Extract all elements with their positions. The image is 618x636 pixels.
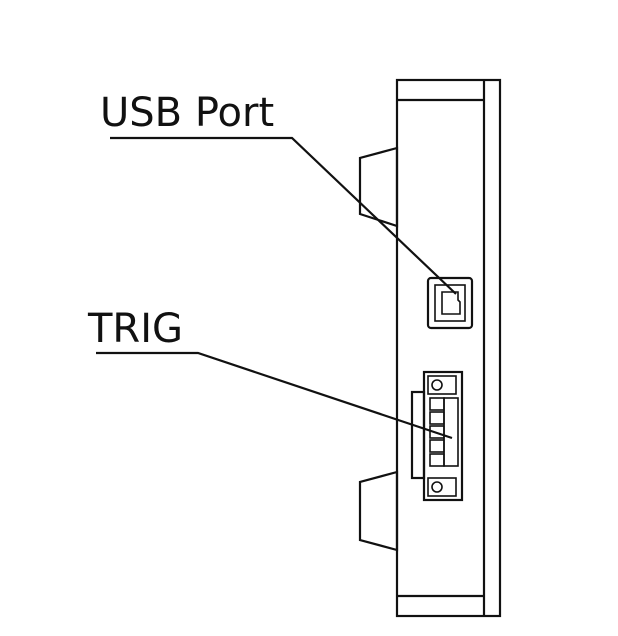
- usb-port-callout: USB Port: [100, 90, 457, 295]
- trig-connector: [410, 370, 464, 502]
- usb-port-label: USB Port: [100, 90, 274, 136]
- device-body: [395, 78, 502, 618]
- upper-mounting-bracket: [358, 146, 399, 228]
- usb-port: [426, 276, 474, 330]
- trig-label: TRIG: [87, 306, 183, 352]
- trig-callout: TRIG: [87, 306, 453, 440]
- usb-port-leader-line: [110, 136, 457, 295]
- trig-leader-line: [96, 351, 453, 440]
- lower-mounting-bracket: [358, 470, 399, 552]
